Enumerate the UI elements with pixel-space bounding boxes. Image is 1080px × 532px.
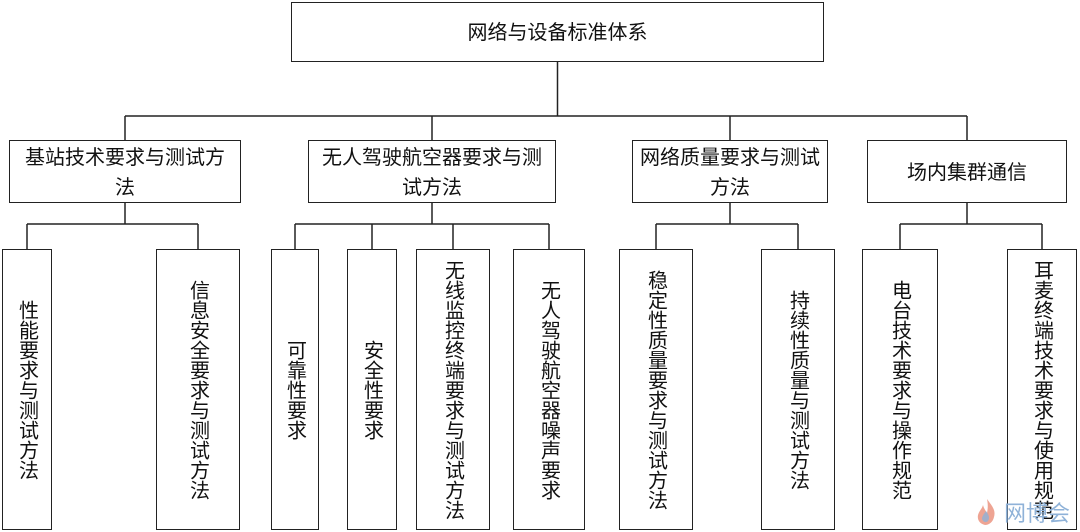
leaf-node: 电台技术要求与操作规范 xyxy=(862,249,938,530)
root-node: 网络与设备标准体系 xyxy=(291,2,824,62)
leaf-node: 持续性质量与测试方法 xyxy=(761,249,835,530)
category-node-network-quality: 网络质量要求与测试方法 xyxy=(632,140,828,203)
category-node-cluster-comm: 场内集群通信 xyxy=(867,140,1067,203)
category-label: 基站技术要求与测试方法 xyxy=(25,144,225,199)
category-label: 无人驾驶航空器要求与测试方法 xyxy=(322,144,542,199)
category-label: 场内集群通信 xyxy=(907,159,1027,184)
category-node-uav: 无人驾驶航空器要求与测试方法 xyxy=(308,140,556,203)
leaf-label: 性能要求与测试方法 xyxy=(15,299,40,480)
leaf-label: 无线监控终端要求与测试方法 xyxy=(441,259,466,520)
watermark-text: 网博会 xyxy=(1003,502,1070,527)
leaf-node: 稳定性质量要求与测试方法 xyxy=(619,249,693,530)
category-node-base-station: 基站技术要求与测试方法 xyxy=(9,140,241,203)
leaf-node: 耳麦终端技术要求与使用规范 xyxy=(1007,249,1077,530)
category-label: 网络质量要求与测试方法 xyxy=(640,144,820,199)
leaf-label: 耳麦终端技术要求与使用规范 xyxy=(1030,259,1055,520)
leaf-node: 可靠性要求 xyxy=(271,249,319,530)
leaf-label: 电台技术要求与操作规范 xyxy=(888,279,913,500)
watermark: 网博会 xyxy=(974,496,1070,528)
leaf-node: 性能要求与测试方法 xyxy=(2,249,52,530)
leaf-node: 无线监控终端要求与测试方法 xyxy=(416,249,490,530)
leaf-label: 安全性要求 xyxy=(360,339,385,440)
leaf-label: 稳定性质量要求与测试方法 xyxy=(644,269,669,510)
leaf-label: 无人驾驶航空器噪声要求 xyxy=(537,279,562,500)
leaf-node: 安全性要求 xyxy=(347,249,397,530)
leaf-node: 无人驾驶航空器噪声要求 xyxy=(513,249,585,530)
leaf-label: 可靠性要求 xyxy=(283,339,308,440)
flame-logo-icon xyxy=(977,499,995,525)
root-node-label: 网络与设备标准体系 xyxy=(467,20,648,44)
leaf-label: 持续性质量与测试方法 xyxy=(786,289,811,490)
leaf-label: 信息安全要求与测试方法 xyxy=(186,279,211,500)
leaf-node: 信息安全要求与测试方法 xyxy=(156,249,240,530)
